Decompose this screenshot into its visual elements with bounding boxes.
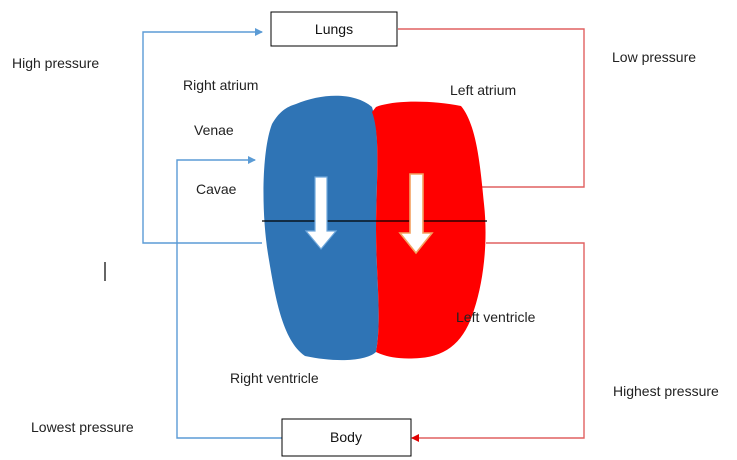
cavae-label: Cavae bbox=[196, 181, 237, 197]
lowest-pressure-label: Lowest pressure bbox=[31, 419, 134, 435]
lungs-label: Lungs bbox=[315, 21, 353, 37]
right-ventricle-label: Right ventricle bbox=[230, 370, 319, 386]
low-pressure-label: Low pressure bbox=[612, 49, 696, 65]
left-atrium-label: Left atrium bbox=[450, 82, 516, 98]
high-pressure-label: High pressure bbox=[12, 55, 99, 71]
body-label: Body bbox=[330, 429, 362, 445]
highest-pressure-label: Highest pressure bbox=[613, 383, 719, 399]
right-atrium-label: Right atrium bbox=[183, 77, 258, 93]
venae-label: Venae bbox=[194, 122, 234, 138]
left-ventricle-label: Left ventricle bbox=[456, 309, 536, 325]
